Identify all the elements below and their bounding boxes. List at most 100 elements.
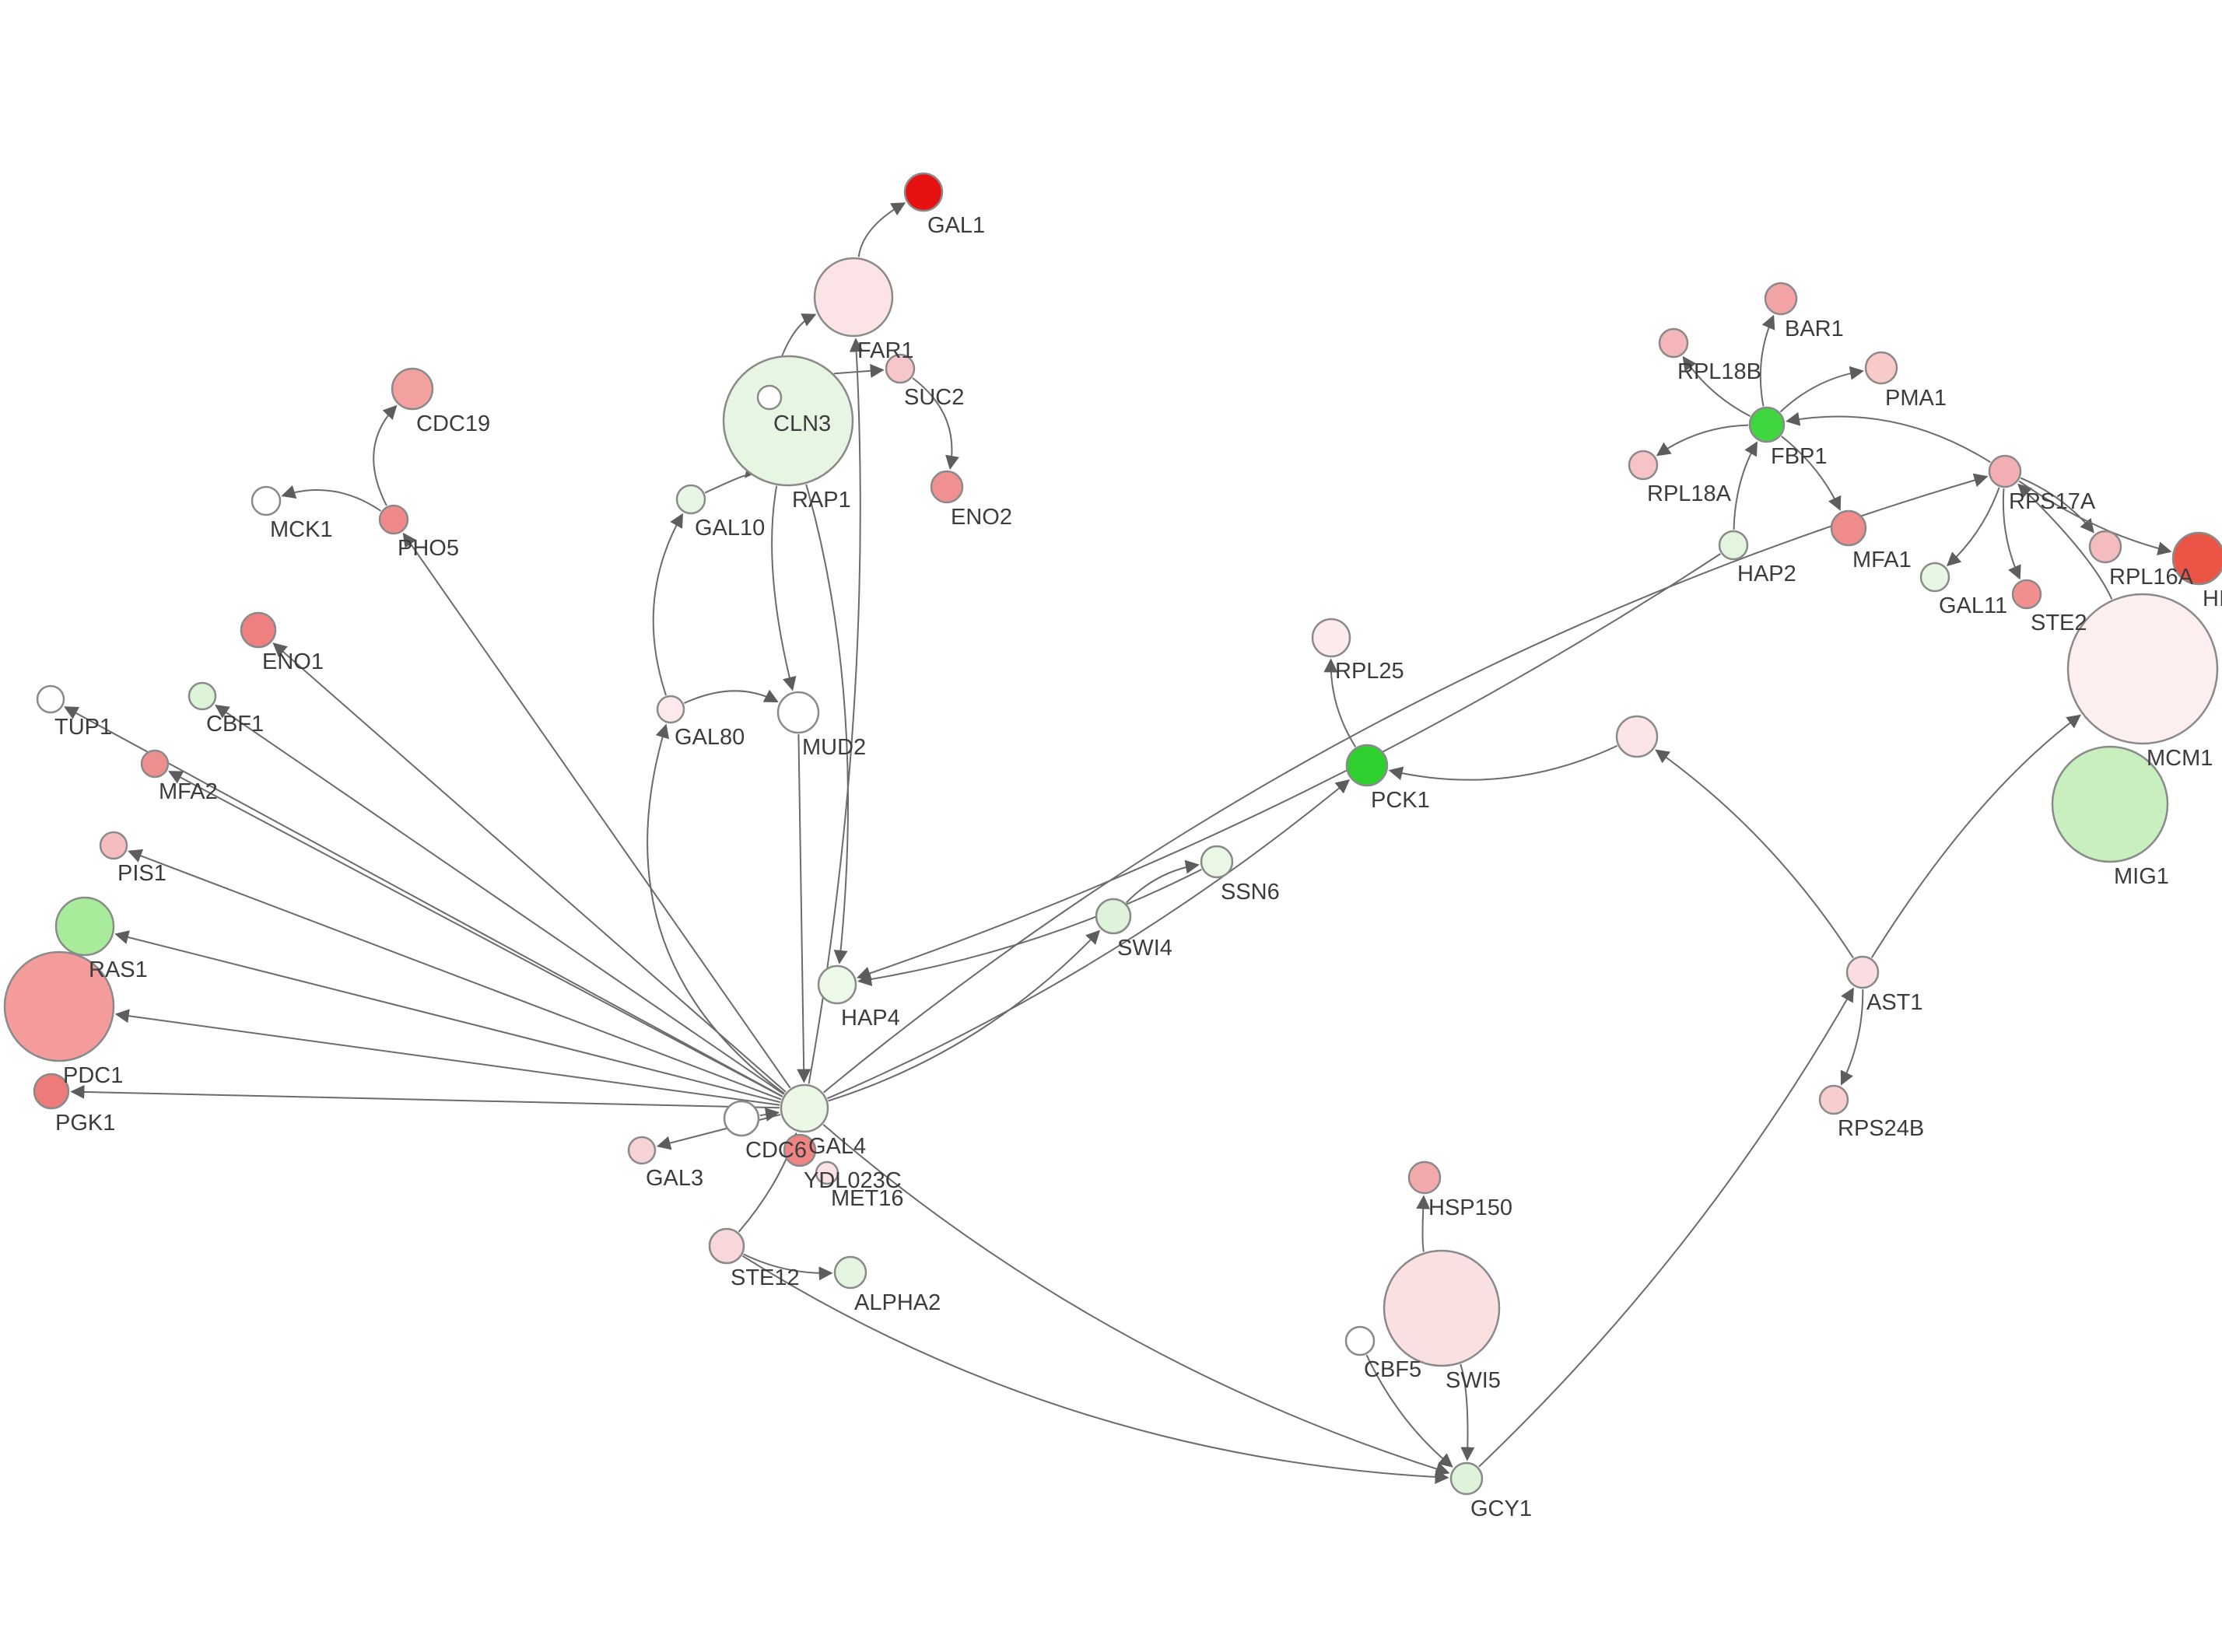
node-hsp150[interactable] [1407,1160,1442,1195]
edge-gcy1-ast1[interactable] [1478,987,1854,1468]
node-bar1[interactable] [1764,282,1798,316]
node-unnamed[interactable] [1615,715,1659,758]
node-pdc1[interactable] [3,950,115,1062]
node-cdc6[interactable] [723,1100,760,1137]
node-gal10[interactable] [675,484,706,515]
node-rpl18b[interactable] [1658,327,1689,359]
edge-rap1-suc2[interactable] [833,363,885,378]
node-gal4[interactable] [780,1083,829,1133]
node-eno1[interactable] [240,611,277,649]
node-ssn6[interactable] [1200,845,1234,879]
edge-rps17a-rpl16a[interactable] [2020,477,2094,534]
node-alpha2[interactable] [833,1255,867,1290]
edge-rps17a-his4[interactable] [2018,480,2172,555]
node-pgk1[interactable] [33,1073,70,1110]
edge-gal4-ras1[interactable] [114,930,781,1104]
edge-pck1-rpl25[interactable] [1323,658,1357,747]
node-ydl023c[interactable] [783,1133,817,1167]
edge-swi4-ssn6[interactable] [1125,859,1200,904]
node-mcm1[interactable] [2066,593,2219,745]
edge-ast1-unnamed[interactable] [1655,749,1854,959]
node-ste2[interactable] [2011,579,2042,610]
node-cbf5[interactable] [1344,1325,1376,1356]
node-pho5[interactable] [378,504,409,535]
edge-ast1-mcm1[interactable] [1870,714,2081,958]
node-rps24b[interactable] [1818,1084,1849,1115]
edge-pho5-cdc19[interactable] [373,404,398,506]
node-ras1[interactable] [54,896,115,957]
edge-cdc6-gal4[interactable] [759,1108,780,1122]
edge-ste12-alpha2[interactable] [743,1253,833,1281]
edge-gal4-gcy1[interactable] [822,1124,1450,1476]
node-his4[interactable] [2171,531,2222,586]
node-cbf1[interactable] [188,681,217,711]
edge-ssn6-hap4[interactable] [857,869,1202,986]
edge-rps17a-fbp1[interactable] [1786,411,1991,464]
node-pis1[interactable] [99,831,128,860]
edge-gal4-tup1[interactable] [64,706,783,1097]
edge-gal4-pgk1[interactable] [70,1084,780,1109]
edge-gal4-swi4[interactable] [828,929,1101,1102]
node-mig1[interactable] [2051,745,2169,863]
node-rpl16a[interactable] [2088,530,2122,564]
edge-gal4-cbf1[interactable] [215,704,785,1095]
node-tup1[interactable] [36,684,65,714]
edge-hap2-hap4[interactable] [856,553,1721,981]
edge-gal10-rap1[interactable] [704,463,759,494]
node-ste12[interactable] [708,1227,745,1265]
edge-cbf5-gcy1[interactable] [1365,1354,1453,1468]
edge-rap1-hap4[interactable] [805,484,849,964]
node-mfa1[interactable] [1830,509,1867,547]
node-mck1[interactable] [251,485,282,516]
node-mfa2[interactable] [140,749,170,779]
node-gal3[interactable] [627,1136,657,1165]
edge-gal4-pis1[interactable] [128,849,782,1101]
node-cln3[interactable] [756,384,783,411]
edge-gal4-pdc1[interactable] [114,1009,780,1106]
edge-ste12-gcy1[interactable] [741,1255,1449,1484]
edge-ast1-rps24b[interactable] [1840,989,1864,1086]
node-gal1[interactable] [903,172,944,212]
node-far1[interactable] [813,257,894,338]
edge-gal4-pho5[interactable] [402,532,791,1089]
node-swi5[interactable] [1383,1249,1501,1367]
node-gal80[interactable] [656,695,685,724]
node-pma1[interactable] [1864,351,1898,385]
edge-fbp1-pma1[interactable] [1779,366,1864,413]
edge-gal4-gal80[interactable] [647,723,785,1094]
node-pck1[interactable] [1345,744,1389,787]
edge-suc2-eno2[interactable] [912,377,959,470]
node-suc2[interactable] [885,353,916,384]
node-ast1[interactable] [1845,955,1880,989]
node-fbp1[interactable] [1748,406,1786,443]
edge-fbp1-rpl18b[interactable] [1682,355,1751,417]
edge-far1-gal1[interactable] [857,202,906,257]
edge-fbp1-rpl18a[interactable] [1656,424,1749,457]
edge-mud2-gal4[interactable] [797,733,811,1083]
edge-fbp1-mfa1[interactable] [1781,436,1842,511]
edge-swi5-gcy1[interactable] [1460,1363,1475,1461]
node-rap1[interactable] [722,355,854,487]
node-mud2[interactable] [776,691,820,734]
node-rpl25[interactable] [1311,618,1351,658]
edge-gal4-eno1[interactable] [272,642,787,1093]
edge-gal80-gal10[interactable] [652,513,683,696]
node-eno2[interactable] [930,470,964,504]
edge-rps17a-ste2[interactable] [2002,488,2021,580]
edge-gal4-mfa2[interactable] [168,771,783,1097]
node-rps17a[interactable] [1988,454,2022,488]
node-swi4[interactable] [1095,898,1132,935]
edge-gal4-rps17a[interactable] [823,473,1989,1094]
edge-rap1-mud2[interactable] [771,485,797,691]
edge-gal80-mud2[interactable] [683,689,779,705]
node-cdc19[interactable] [391,367,434,411]
edge-fbp1-bar1[interactable] [1759,314,1775,407]
node-hap4[interactable] [817,964,857,1005]
edge-rps17a-gal11[interactable] [1946,487,2000,567]
edge-swi5-hsp150[interactable] [1416,1195,1431,1252]
node-hap2[interactable] [1718,530,1749,561]
edge-hap2-fbp1[interactable] [1733,441,1758,530]
node-gal11[interactable] [1919,562,1950,593]
edge-unnamed-pck1[interactable] [1388,744,1618,781]
node-met16[interactable] [815,1160,839,1185]
